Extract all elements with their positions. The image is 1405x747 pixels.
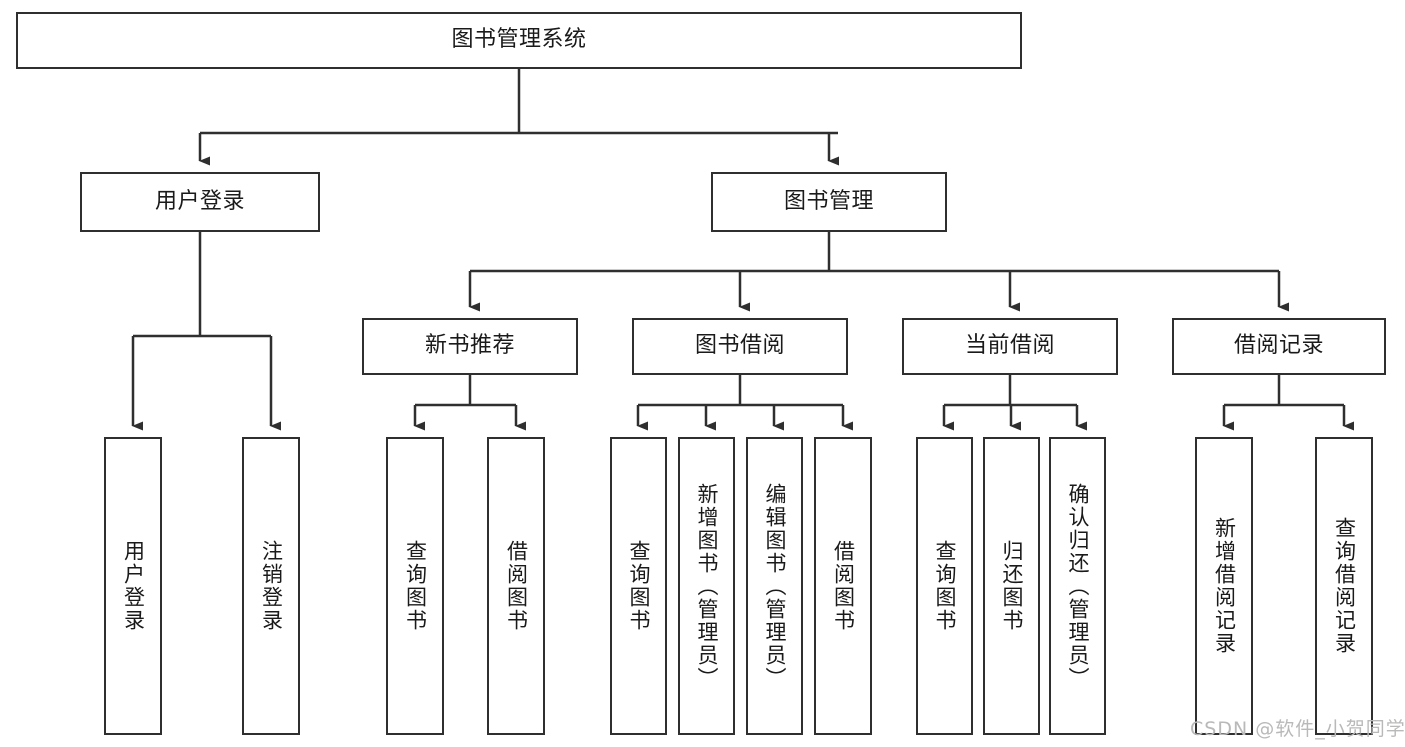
node-label: 编辑图书（管理员） bbox=[762, 482, 787, 690]
edge-group-user-login bbox=[131, 232, 281, 431]
node-label: 注销登录 bbox=[259, 540, 284, 632]
node-label: 归还图书 bbox=[999, 540, 1024, 632]
edge-group-borrow bbox=[636, 375, 853, 431]
edge-group-borrow-record bbox=[1222, 375, 1354, 431]
node-label: 新增借阅记录 bbox=[1212, 517, 1237, 655]
leaf-return-book[interactable]: 归还图书 bbox=[983, 437, 1040, 735]
node-label: 新增图书（管理员） bbox=[694, 482, 719, 690]
node-book-management[interactable]: 图书管理 bbox=[711, 172, 947, 232]
leaf-user-login[interactable]: 用户登录 bbox=[104, 437, 162, 735]
node-book-borrow[interactable]: 图书借阅 bbox=[632, 318, 848, 375]
edge-group-root bbox=[198, 69, 839, 166]
leaf-query-borrow-record[interactable]: 查询借阅记录 bbox=[1315, 437, 1373, 735]
node-label: 借阅图书 bbox=[504, 540, 529, 632]
node-label: 图书管理系统 bbox=[451, 27, 587, 53]
node-label: 借阅图书 bbox=[831, 540, 856, 632]
leaf-borrow-book-recommend[interactable]: 借阅图书 bbox=[487, 437, 545, 735]
edge-group-book-manage bbox=[468, 232, 1289, 312]
edge-group-current-borrow bbox=[942, 375, 1087, 431]
node-root[interactable]: 图书管理系统 bbox=[16, 12, 1022, 69]
leaf-add-book-admin[interactable]: 新增图书（管理员） bbox=[678, 437, 735, 735]
node-current-borrow[interactable]: 当前借阅 bbox=[902, 318, 1118, 375]
leaf-logout[interactable]: 注销登录 bbox=[242, 437, 300, 735]
node-label: 查询图书 bbox=[626, 540, 651, 632]
node-label: 确认归还（管理员） bbox=[1065, 482, 1090, 690]
leaf-query-book-recommend[interactable]: 查询图书 bbox=[386, 437, 444, 735]
node-new-book-recommend[interactable]: 新书推荐 bbox=[362, 318, 578, 375]
node-label: 用户登录 bbox=[154, 188, 245, 214]
leaf-add-borrow-record[interactable]: 新增借阅记录 bbox=[1195, 437, 1253, 735]
leaf-query-book-borrow[interactable]: 查询图书 bbox=[610, 437, 667, 735]
leaf-query-book-current[interactable]: 查询图书 bbox=[916, 437, 973, 735]
leaf-borrow-book[interactable]: 借阅图书 bbox=[814, 437, 872, 735]
node-label: 图书管理 bbox=[783, 188, 874, 214]
node-label: 新书推荐 bbox=[424, 333, 515, 359]
node-label: 图书借阅 bbox=[694, 333, 785, 359]
node-borrow-record[interactable]: 借阅记录 bbox=[1172, 318, 1386, 375]
node-label: 查询借阅记录 bbox=[1332, 517, 1357, 655]
node-label: 借阅记录 bbox=[1233, 333, 1324, 359]
node-label: 查询图书 bbox=[932, 540, 957, 632]
leaf-edit-book-admin[interactable]: 编辑图书（管理员） bbox=[746, 437, 803, 735]
leaf-confirm-return-admin[interactable]: 确认归还（管理员） bbox=[1049, 437, 1106, 735]
node-label: 当前借阅 bbox=[964, 333, 1055, 359]
node-label: 用户登录 bbox=[121, 540, 146, 632]
node-user-login[interactable]: 用户登录 bbox=[80, 172, 320, 232]
node-label: 查询图书 bbox=[403, 540, 428, 632]
edge-group-new-book bbox=[413, 375, 526, 431]
